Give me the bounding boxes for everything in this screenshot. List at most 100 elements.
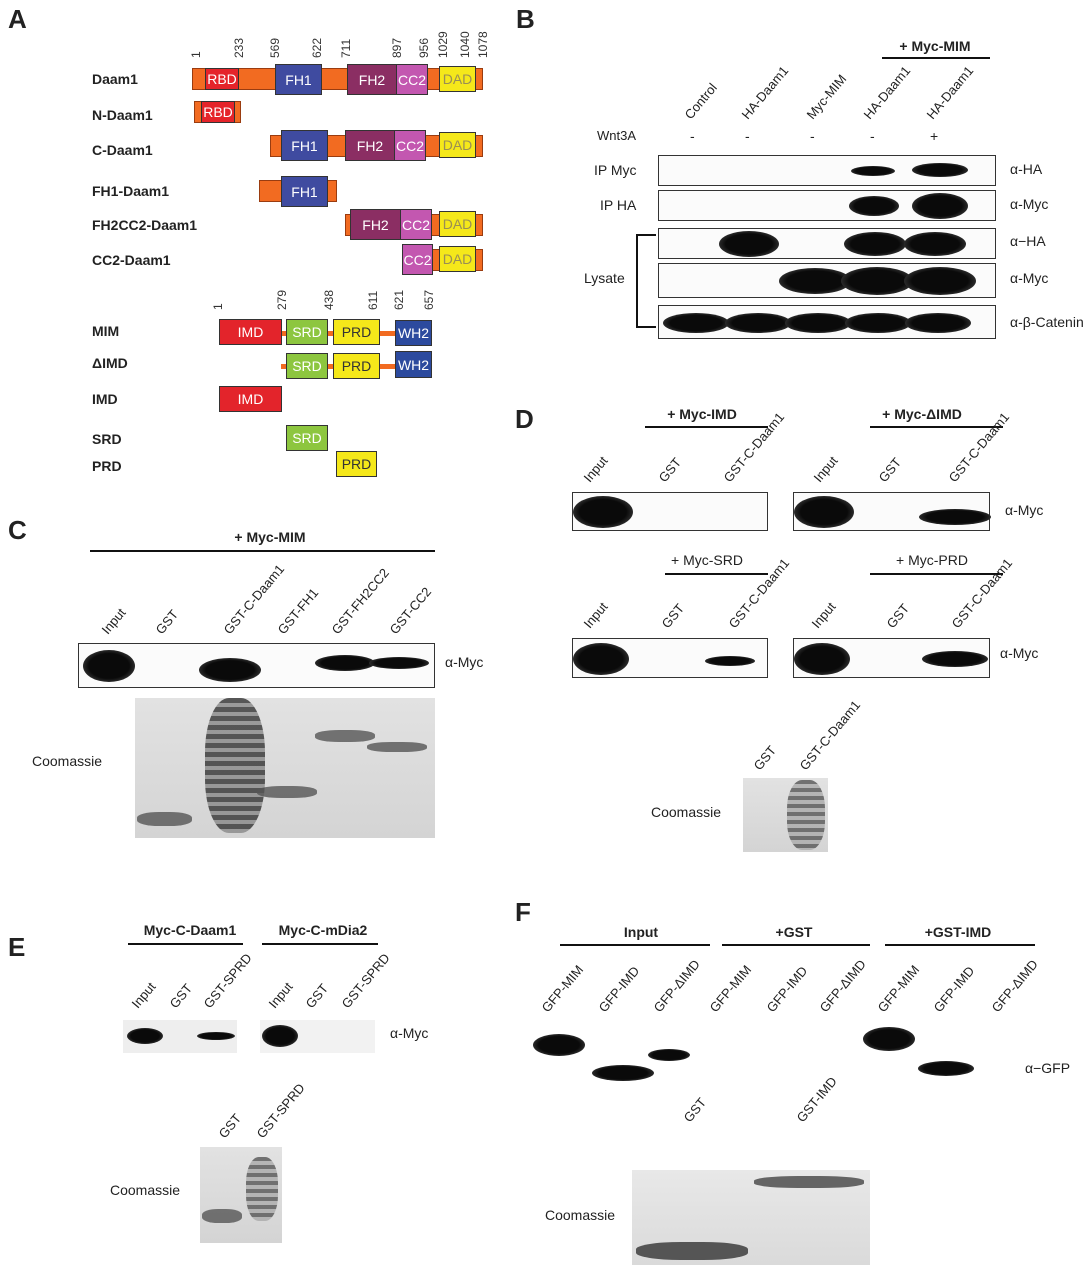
wnt3a-value: - [870, 128, 875, 144]
fh1-domain: FH1 [281, 176, 328, 207]
band [794, 643, 850, 675]
position-label: 1040 [458, 31, 472, 58]
b-header: + Myc-MIM [899, 38, 971, 54]
prd-domain: PRD [333, 319, 380, 345]
e-header: Myc-C-Daam1 [143, 922, 237, 938]
d-header: + Myc-ΔIMD [882, 406, 962, 422]
stain-label: Coomassie [110, 1182, 181, 1198]
rbd-domain: RBD [201, 101, 235, 123]
wh2-domain: WH2 [395, 351, 432, 378]
c-header: + Myc-MIM [234, 529, 306, 545]
blot-myc-srd [572, 638, 768, 678]
band [127, 1028, 163, 1044]
band [725, 313, 791, 333]
band [904, 267, 976, 295]
lane-label: GST [215, 1110, 245, 1141]
f-header: +GST-IMD [924, 924, 992, 940]
lane-label: GFP-IMD [763, 963, 811, 1015]
lane-label: GST [680, 1094, 710, 1125]
lane-label: GST [302, 980, 332, 1011]
lane-label: HA-Daam1 [923, 63, 977, 122]
position-label: 611 [366, 290, 380, 310]
lane-label: GFP-MIM [874, 962, 923, 1015]
d-header: + Myc-SRD [671, 552, 743, 568]
prd-domain: PRD [336, 451, 377, 477]
position-label: 1078 [476, 31, 490, 58]
blot-myc-imd [572, 492, 768, 531]
header-line [885, 944, 1035, 946]
lane-label: Input [580, 453, 611, 485]
gel-lane [205, 698, 265, 833]
band [841, 267, 913, 295]
construct-label: FH1-Daam1 [92, 183, 170, 199]
band [262, 1025, 298, 1047]
band [905, 313, 971, 333]
lane-label: GST-SPRD [338, 950, 393, 1011]
panel-label-e: E [8, 932, 26, 962]
dad-domain: DAD [439, 211, 476, 237]
lane-label: GST [166, 980, 196, 1011]
lane-label: Input [98, 605, 129, 637]
fh1-domain: FH1 [281, 130, 328, 161]
gel-lane [246, 1157, 278, 1221]
lane-label: GST-FH2CC2 [328, 565, 393, 637]
band [845, 313, 911, 333]
antibody-label: α-Myc [1010, 270, 1049, 286]
lane-label: Input [265, 979, 296, 1011]
cc2-domain: CC2 [402, 244, 433, 275]
stain-label: Coomassie [545, 1207, 616, 1223]
header-line [128, 943, 243, 945]
lane-label: GFP-ΔIMD [650, 956, 703, 1015]
blot-myc-delta-imd [793, 492, 991, 531]
lane-label: HA-Daam1 [738, 63, 792, 122]
lane-label: Input [128, 979, 159, 1011]
band [592, 1065, 654, 1081]
band [199, 658, 261, 682]
panel-label-f: F [515, 897, 531, 927]
position-label: 622 [310, 37, 324, 58]
band [779, 268, 851, 294]
blot-ip-myc [658, 155, 996, 186]
antibody-label: α−HA [1010, 233, 1046, 249]
antibody-label: α-HA [1010, 161, 1043, 177]
row-label: Lysate [584, 270, 625, 286]
wnt3a-value: - [745, 128, 750, 144]
fh2-domain: FH2 [350, 209, 401, 240]
band [719, 231, 779, 257]
band [573, 496, 633, 528]
header-line [882, 57, 990, 59]
lane-label: GST [152, 606, 182, 637]
header-line [722, 944, 870, 946]
band [705, 656, 755, 666]
construct-label: C-Daam1 [92, 142, 153, 158]
band [922, 651, 988, 667]
position-label: 711 [339, 38, 353, 58]
band [863, 1027, 915, 1051]
gel-band [257, 786, 317, 798]
lane-label: GST [875, 454, 905, 485]
position-label: 438 [322, 289, 336, 310]
cc2-domain: CC2 [400, 209, 432, 240]
srd-domain: SRD [286, 353, 328, 379]
d-header: + Myc-PRD [896, 552, 968, 568]
band [315, 655, 375, 671]
construct-label: N-Daam1 [92, 107, 153, 123]
construct-label: IMD [92, 391, 118, 407]
gel-band [754, 1176, 864, 1188]
wnt3a-value: - [810, 128, 815, 144]
wnt3a-value: + [930, 128, 939, 144]
position-label: 956 [417, 37, 431, 58]
row-label: IP HA [600, 197, 637, 213]
band [849, 196, 899, 216]
position-label: 1 [211, 303, 225, 310]
srd-domain: SRD [286, 319, 328, 345]
antibody-label: α-Myc [1000, 645, 1039, 661]
lane-label: GFP-IMD [595, 963, 643, 1015]
cc2-domain: CC2 [396, 64, 428, 95]
header-line [665, 573, 768, 575]
blot-lysate-ha [658, 228, 996, 259]
band [533, 1034, 585, 1056]
blot-lysate-myc [658, 263, 996, 298]
antibody-label: α-Myc [390, 1025, 429, 1041]
